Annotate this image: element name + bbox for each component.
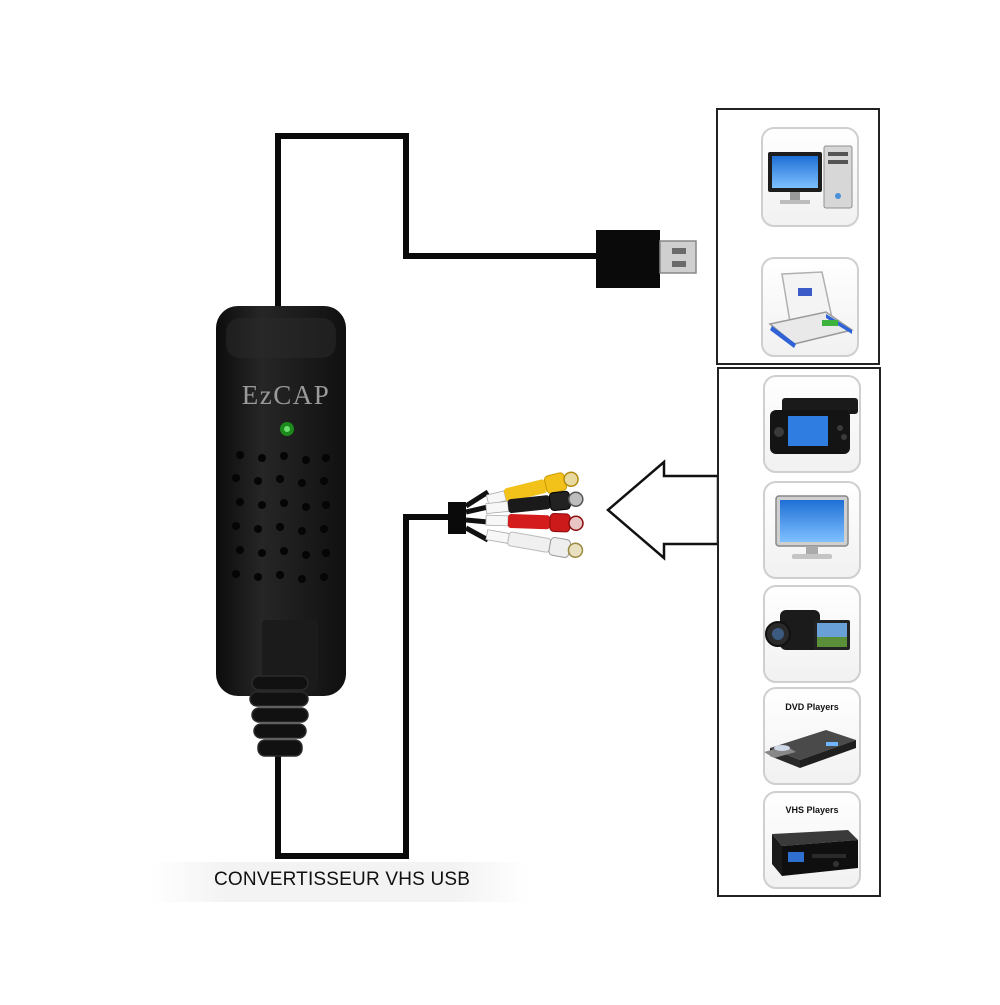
game-console-icon bbox=[770, 398, 858, 454]
game-console-tile bbox=[763, 375, 861, 473]
ezcap-device bbox=[216, 306, 346, 757]
usb-plug bbox=[596, 230, 697, 288]
device-brand-label: EzCAP bbox=[242, 380, 331, 410]
usb-cable bbox=[275, 133, 596, 306]
dvd-player-icon bbox=[764, 730, 856, 768]
laptop-tile bbox=[761, 257, 859, 357]
tv-monitor-tile bbox=[763, 481, 861, 579]
dvd-players-label: DVD Players bbox=[785, 702, 839, 712]
tv-monitor-icon bbox=[775, 495, 849, 559]
av-cable bbox=[275, 514, 450, 859]
rca-plug-yellow bbox=[485, 471, 579, 506]
rca-connectors bbox=[448, 471, 584, 559]
rca-plug-white bbox=[485, 529, 584, 559]
desktop-computer-tile bbox=[761, 127, 859, 227]
laptop-icon bbox=[768, 271, 854, 348]
input-arrow-icon bbox=[606, 459, 720, 561]
camcorder-tile bbox=[763, 585, 861, 683]
product-caption: CONVERTISSEUR VHS USB bbox=[214, 869, 471, 890]
dvd-player-tile: DVD Players bbox=[763, 687, 861, 785]
desktop-computer-icon bbox=[768, 145, 853, 209]
vhs-player-tile: VHS Players bbox=[763, 791, 861, 889]
vhs-players-label: VHS Players bbox=[785, 805, 838, 815]
camcorder-icon bbox=[765, 610, 850, 650]
rca-plug-black bbox=[485, 490, 584, 515]
vhs-player-icon bbox=[772, 830, 858, 876]
rca-plug-red bbox=[485, 512, 584, 533]
product-caption-banner: CONVERTISSEUR VHS USB bbox=[150, 862, 530, 902]
